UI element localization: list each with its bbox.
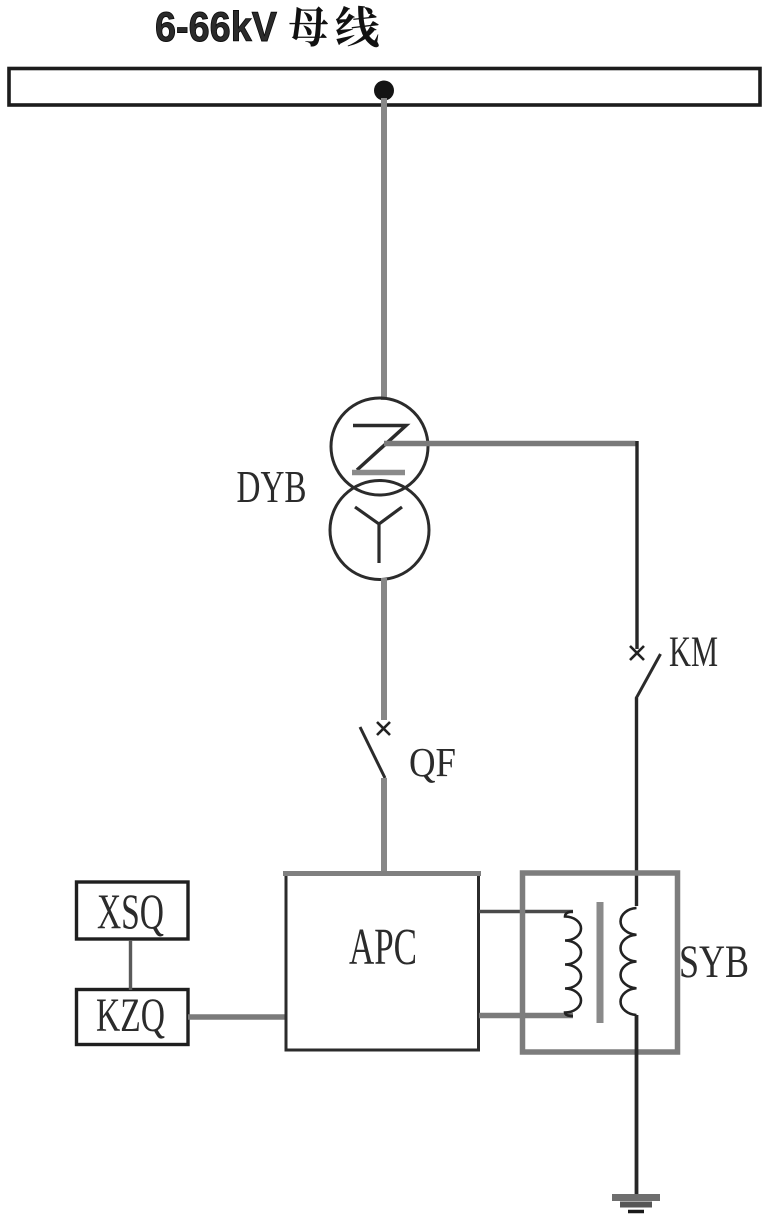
svg-text:SYB: SYB [679, 936, 749, 988]
svg-text:6-66kV: 6-66kV [155, 3, 277, 50]
svg-text:KM: KM [669, 629, 718, 676]
svg-text:XSQ: XSQ [97, 883, 164, 939]
svg-text:APC: APC [349, 919, 417, 976]
svg-text:QF: QF [409, 739, 456, 785]
svg-text:DYB: DYB [237, 461, 307, 512]
svg-text:KZQ: KZQ [96, 989, 165, 1042]
